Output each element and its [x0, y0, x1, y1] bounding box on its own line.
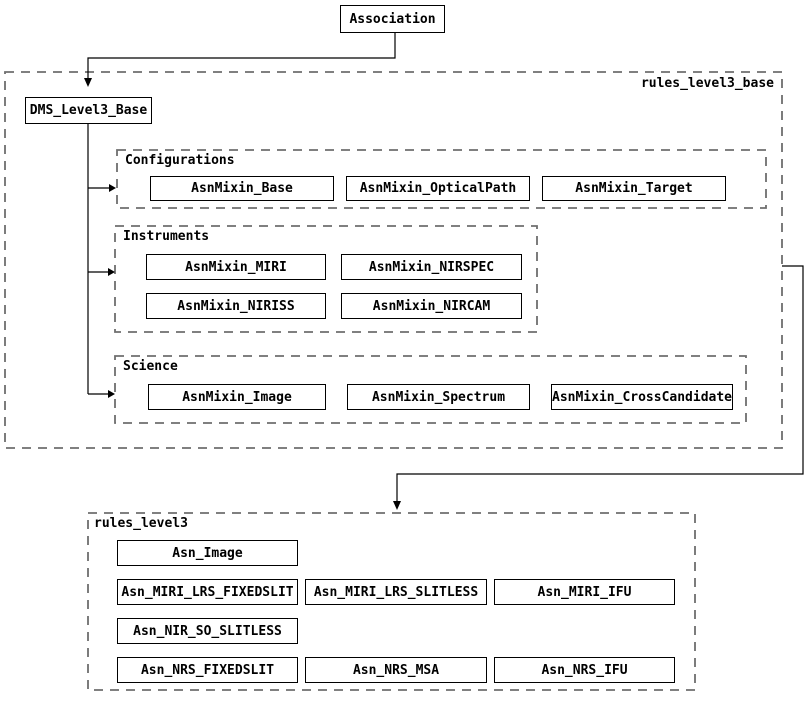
cluster-rules-level3-base: rules_level3_base DMS_Level3_Base Config… — [5, 72, 782, 448]
outline-rules-level3-base — [4, 71, 783, 449]
node-asnmixin-niriss: AsnMixin_NIRISS — [146, 293, 326, 319]
arrowhead-dms — [84, 78, 92, 87]
node-asnmixin-crosscandidate: AsnMixin_CrossCandidate — [551, 384, 733, 410]
outline-configurations — [116, 149, 767, 209]
group-configurations: Configurations AsnMixin_Base AsnMixin_Op… — [117, 150, 766, 208]
cluster-rules-level3: rules_level3 Asn_Image Asn_MIRI_LRS_FIXE… — [88, 513, 695, 690]
node-dms-level3-base: DMS_Level3_Base — [25, 97, 152, 124]
cluster-rules-level3-label: rules_level3 — [94, 516, 188, 531]
node-asnmixin-spectrum: AsnMixin_Spectrum — [347, 384, 530, 410]
group-instruments-label: Instruments — [123, 229, 210, 244]
node-asnmixin-nircam: AsnMixin_NIRCAM — [341, 293, 522, 319]
outline-rules-level3 — [87, 512, 696, 691]
group-instruments: Instruments AsnMixin_MIRI AsnMixin_NIRSP… — [115, 226, 537, 332]
node-asnmixin-base: AsnMixin_Base — [150, 176, 334, 201]
node-asn-nrs-ifu: Asn_NRS_IFU — [494, 657, 675, 683]
node-asn-miri-ifu: Asn_MIRI_IFU — [494, 579, 675, 605]
node-asn-nrs-msa: Asn_NRS_MSA — [305, 657, 487, 683]
outline-science — [114, 355, 747, 424]
node-asn-image: Asn_Image — [117, 540, 298, 566]
node-asn-nrs-fixedslit: Asn_NRS_FIXEDSLIT — [117, 657, 298, 683]
group-science: Science AsnMixin_Image AsnMixin_Spectrum… — [115, 356, 746, 423]
node-asnmixin-nirspec: AsnMixin_NIRSPEC — [341, 254, 522, 280]
node-asnmixin-image: AsnMixin_Image — [148, 384, 326, 410]
node-association: Association — [340, 5, 445, 33]
node-asn-nir-so-slitless: Asn_NIR_SO_SLITLESS — [117, 618, 298, 644]
node-asnmixin-opticalpath: AsnMixin_OpticalPath — [346, 176, 530, 201]
arrowhead-rules-level3 — [393, 501, 401, 510]
connector-base-to-rules-level3 — [396, 265, 804, 501]
group-science-label: Science — [123, 359, 178, 374]
arrowhead-configurations — [109, 184, 116, 192]
node-asn-miri-lrs-slitless: Asn_MIRI_LRS_SLITLESS — [305, 579, 487, 605]
arrowhead-science — [108, 390, 115, 398]
arrowhead-instruments — [108, 268, 115, 276]
node-asnmixin-target: AsnMixin_Target — [542, 176, 726, 201]
node-asnmixin-miri: AsnMixin_MIRI — [146, 254, 326, 280]
node-asn-miri-lrs-fixedslit: Asn_MIRI_LRS_FIXEDSLIT — [117, 579, 298, 605]
connector-association-to-dms — [87, 33, 396, 78]
group-configurations-label: Configurations — [125, 153, 235, 168]
outline-instruments — [114, 225, 538, 333]
cluster-rules-level3-base-label: rules_level3_base — [640, 76, 774, 91]
